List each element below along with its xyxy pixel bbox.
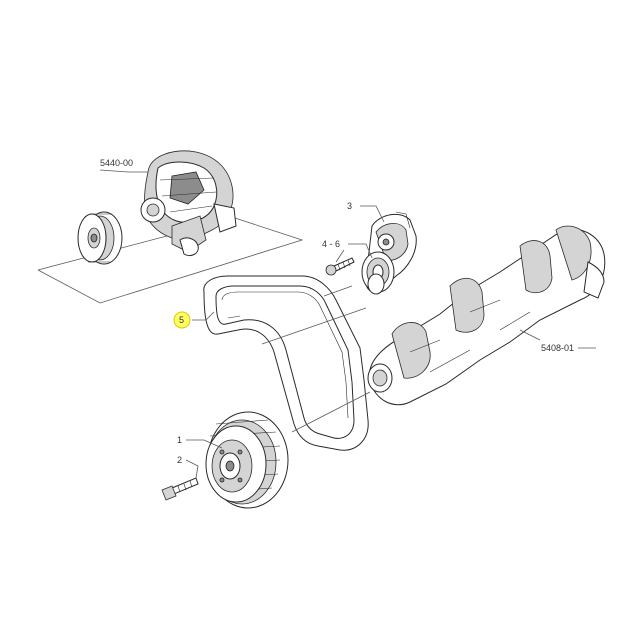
crankshaft	[367, 225, 606, 406]
callout-4-6: 4 - 6	[322, 239, 340, 249]
damper-bolt	[161, 477, 199, 501]
highlight-marker	[173, 311, 191, 329]
alternator	[140, 150, 237, 257]
callout-1: 1	[177, 435, 182, 445]
callout-2: 2	[177, 455, 182, 465]
callout-5408-01: 5408-01	[541, 343, 574, 353]
alternator-pulley	[77, 211, 123, 265]
tensioner-bolt	[325, 257, 355, 276]
belt-tensioner	[361, 211, 417, 295]
callout-5440-00: 5440-00	[100, 158, 133, 168]
leader-lines	[99, 169, 596, 479]
callout-3: 3	[347, 201, 352, 211]
crankshaft-damper-pulley	[205, 411, 289, 509]
callout-5: 5	[179, 315, 184, 325]
